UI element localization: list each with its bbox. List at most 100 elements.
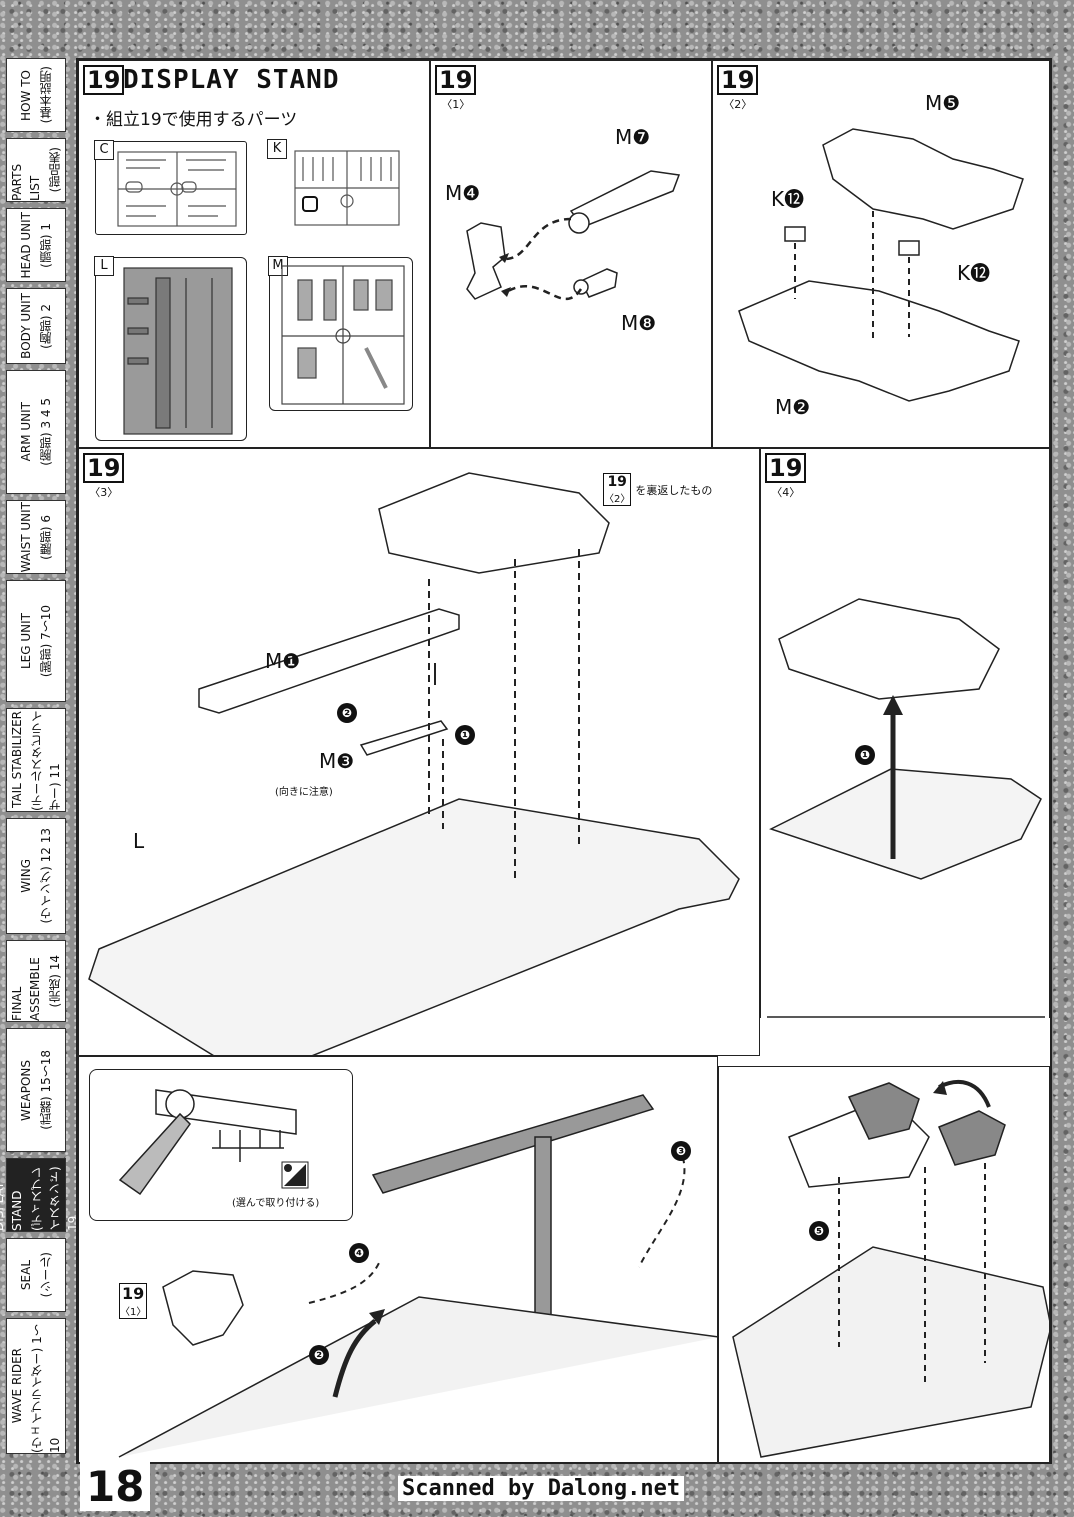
step-2-marker: ❷ [337, 702, 357, 723]
label-m2: M❷ [775, 395, 811, 419]
label-m8: M❽ [621, 311, 657, 335]
side-tab-jp: (武器) 15〜18 [39, 1050, 53, 1130]
side-tab-jp: (完成) 14 [48, 954, 62, 1008]
side-tab-jp: (腕部) 3 4 5 [39, 398, 53, 466]
sprue-c: C [94, 140, 247, 235]
side-tab-body-unit[interactable]: (胸部) 2 BODY UNIT [6, 288, 66, 364]
label-k12-b: K⓬ [957, 261, 991, 285]
side-tab-final-assemble[interactable]: (完成) 14 FINAL ASSEMBLE [6, 940, 66, 1022]
substep-label: 〈3〉 [89, 486, 119, 499]
parts-used-caption: ・組立19で使用するパーツ [89, 110, 298, 130]
side-tab-wing[interactable]: (ウイング) 12 13 WING [6, 818, 66, 934]
label-m3: M❸ [319, 749, 355, 773]
step-1-marker: ❶ [855, 744, 875, 765]
side-tab-en: HOW TO [19, 69, 33, 121]
side-tab-en: ARM UNIT [19, 402, 33, 462]
sprue-k: K [267, 139, 409, 233]
side-tab-jp: (腰部) 6 [39, 514, 53, 560]
side-tab-parts-list[interactable]: (部品表) PARTS LIST [6, 138, 66, 202]
side-tab-jp: (ウェイブライダー) 1〜10 [30, 1324, 62, 1453]
side-tab-en: DISPLAY STAND [0, 1181, 24, 1231]
step-badge-2: 19 〈2〉 [717, 65, 759, 112]
step-badge-1: 19 〈1〉 [435, 65, 477, 112]
label-m4: M❹ [445, 181, 481, 205]
side-tab-jp: (胸部) 2 [39, 303, 53, 349]
step-badge-4: 19 〈4〉 [765, 453, 807, 500]
step-circle-5-3: ❸ [671, 1137, 691, 1161]
side-tab-en: BODY UNIT [19, 293, 33, 359]
side-tab-tail-stabilizer[interactable]: (テールスタビライザー) 11 TAIL STABILIZER [6, 708, 66, 812]
step-circle-2: ❷ [337, 699, 357, 723]
side-tab-en: SEAL [19, 1259, 33, 1291]
side-tab-jp: (テールスタビライザー) 11 [30, 710, 62, 811]
side-tab-how-to[interactable]: (基本説明) HOW TO [6, 58, 66, 132]
side-tab-en: WAVE RIDER [10, 1348, 24, 1424]
side-tab-jp: (ウイング) 12 13 [39, 828, 53, 924]
step-badge: 19 [83, 65, 125, 95]
panel-assembly-left: (選んで取り付ける) 19 〈1〉 ❷ ❸ ❹ [78, 1056, 718, 1462]
side-tab-jp: (部品表) [48, 147, 62, 193]
panel-substep-2: 19 〈2〉 M❺ K⓬ K⓬ M❷ [712, 60, 1050, 448]
side-tab-weapons[interactable]: (武器) 15〜18 WEAPONS [6, 1028, 66, 1152]
flipped-note: 19 〈2〉 を裏返したもの [603, 473, 712, 506]
step-circle-6-5: ❺ [809, 1217, 829, 1241]
choose-note: (選んで取り付ける) [232, 1198, 320, 1209]
sprue-label-k: K [267, 139, 287, 159]
ref-sub: 〈1〉 [120, 1307, 147, 1318]
ref-sub: 〈2〉 [604, 494, 631, 505]
side-tab-jp: (基本説明) [39, 66, 53, 124]
label-k12-a: K⓬ [771, 187, 805, 211]
substep-label: 〈2〉 [723, 98, 753, 111]
panel-substep-4: 19 〈4〉 ❶ [760, 448, 1050, 1018]
side-tab-jp: (ディスプレイスタンド) 19 [30, 1166, 80, 1231]
side-tab-waist-unit[interactable]: (腰部) 6 WAIST UNIT [6, 500, 66, 574]
detail-callout: (選んで取り付ける) [89, 1069, 353, 1221]
sprue-label-c: C [94, 140, 114, 160]
step-3-marker: ❸ [671, 1140, 691, 1161]
ref-badge: 19 〈2〉 [603, 473, 632, 506]
panel-parts-used: 19 DISPLAY STAND ・組立19で使用するパーツ C K L [78, 60, 430, 448]
substep-number: 19 [765, 453, 807, 483]
side-tab-en: LEG UNIT [19, 612, 33, 669]
side-tab-en: FINAL ASSEMBLE [10, 957, 42, 1021]
step-circle-5-4: ❹ [349, 1239, 369, 1263]
scan-credit: Scanned by Dalong.net [398, 1476, 685, 1501]
substep-number: 19 [83, 453, 125, 483]
ref-badge-19-1: 19 〈1〉 [119, 1283, 148, 1319]
ref-number: 19 [607, 474, 627, 490]
side-tab-en: PARTS LIST [10, 163, 42, 201]
panel-assembly-right: ❺ [718, 1066, 1050, 1462]
side-tab-leg-unit[interactable]: (脚部) 7〜10 LEG UNIT [6, 580, 66, 702]
label-l: L [133, 829, 145, 853]
side-tab-arm-unit[interactable]: (腕部) 3 4 5 ARM UNIT [6, 370, 66, 494]
sprue-l: L [94, 256, 247, 441]
step-1-marker: ❶ [455, 724, 475, 745]
flipped-note-text: を裏返したもの [635, 483, 713, 497]
step-4-marker: ❹ [349, 1242, 369, 1263]
sprue-label-l: L [94, 256, 114, 276]
side-tab-en: WING [19, 859, 33, 893]
panel-substep-3: 19 〈3〉 M❶ M❸ L ❷ ❶ (向きに注意) 19 〈2〉 を裏返したも… [78, 448, 760, 1056]
side-tab-en: WEAPONS [19, 1059, 33, 1121]
page-number: 18 [80, 1462, 151, 1511]
side-tab-jp: (脚部) 7〜10 [39, 604, 53, 678]
step-circle-5-2: ❷ [309, 1341, 329, 1365]
side-tab-en: TAIL STABILIZER [10, 711, 24, 809]
panel-substep-1: 19 〈1〉 M❹ M❼ M❽ [430, 60, 712, 448]
side-tab-en: WAIST UNIT [19, 501, 33, 573]
ref-number: 19 [122, 1284, 145, 1303]
instruction-page: 19 DISPLAY STAND ・組立19で使用するパーツ C K L [76, 58, 1052, 1464]
step-circle-4-1: ❶ [855, 741, 875, 765]
label-m1: M❶ [265, 649, 301, 673]
side-tab-wave-rider[interactable]: (ウェイブライダー) 1〜10 WAVE RIDER [6, 1318, 66, 1454]
side-tab-en: HEAD UNIT [19, 211, 33, 279]
step-circle-1: ❶ [455, 721, 475, 745]
sprue-m: M [268, 256, 413, 411]
step-number: 19 [83, 65, 125, 95]
step-badge-3: 19 〈3〉 [83, 453, 125, 500]
side-tab-seal[interactable]: (シール)SEAL [6, 1238, 66, 1312]
caution-orientation: (向きに注意) [275, 787, 333, 798]
substep-label: 〈4〉 [771, 486, 801, 499]
